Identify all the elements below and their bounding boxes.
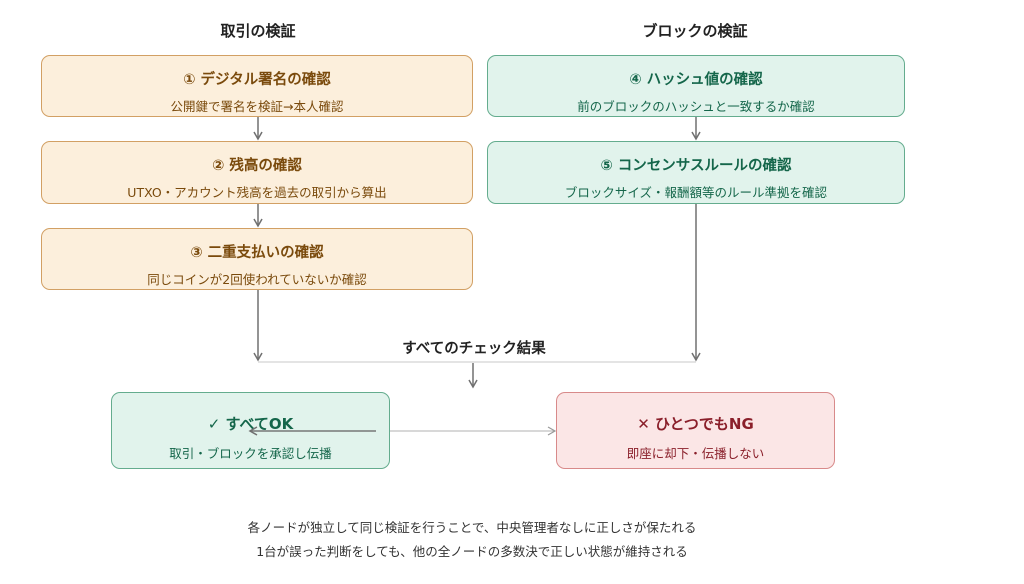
- step-digital-signature: ① デジタル署名の確認 公開鍵で署名を検証→本人確認: [41, 55, 473, 117]
- step-balance-check: ② 残高の確認 UTXO・アカウント残高を過去の取引から算出: [41, 141, 473, 204]
- footer-line-1: 各ノードが独立して同じ検証を行うことで、中央管理者なしに正しさが保たれる: [247, 520, 697, 535]
- step-description: UTXO・アカウント残高を過去の取引から算出: [127, 185, 387, 200]
- step-title: ⑤ コンセンサスルールの確認: [600, 158, 792, 174]
- result-ng-description: 即座に却下・伝播しない: [626, 446, 765, 461]
- left-column-title: 取引の検証: [220, 22, 296, 40]
- step-description: ブロックサイズ・報酬額等のルール準拠を確認: [564, 185, 828, 200]
- step-hash-check: ④ ハッシュ値の確認 前のブロックのハッシュと一致するか確認: [487, 55, 905, 117]
- check-result-label: すべてのチェック結果: [402, 341, 546, 357]
- result-ng-title: ✕ ひとつでもNG: [637, 415, 754, 433]
- result-ok-title: ✓ すべてOK: [207, 415, 294, 433]
- result-ng-box: ✕ ひとつでもNG 即座に却下・伝播しない: [556, 392, 835, 469]
- step-title: ① デジタル署名の確認: [183, 72, 331, 88]
- step-title: ④ ハッシュ値の確認: [629, 72, 763, 88]
- step-description: 前のブロックのハッシュと一致するか確認: [577, 99, 815, 114]
- step-double-spend-check: ③ 二重支払いの確認 同じコインが2回使われていないか確認: [41, 228, 473, 290]
- step-title: ③ 二重支払いの確認: [190, 245, 324, 261]
- footer-line-2: 1台が誤った判断をしても、他の全ノードの多数決で正しい状態が維持される: [256, 544, 688, 559]
- right-column-title: ブロックの検証: [642, 22, 748, 40]
- result-ok-description: 取引・ブロックを承認し伝播: [169, 446, 332, 461]
- step-description: 同じコインが2回使われていないか確認: [147, 272, 367, 287]
- step-title: ② 残高の確認: [212, 158, 302, 174]
- step-description: 公開鍵で署名を検証→本人確認: [170, 99, 344, 114]
- step-consensus-rules: ⑤ コンセンサスルールの確認 ブロックサイズ・報酬額等のルール準拠を確認: [487, 141, 905, 204]
